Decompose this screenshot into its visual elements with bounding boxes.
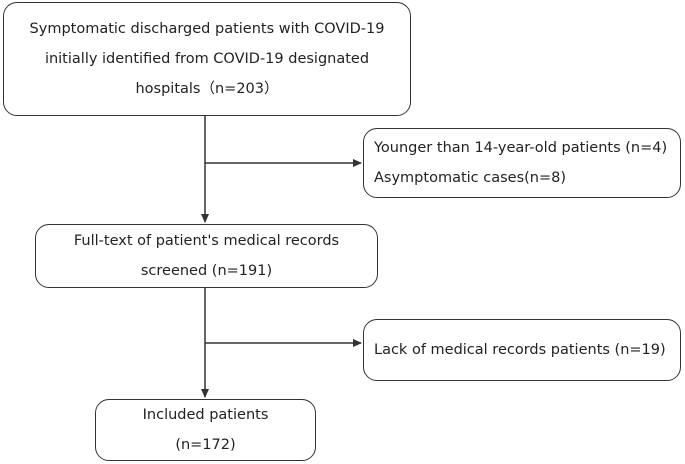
- included-line-2: (n=172): [175, 437, 236, 453]
- exclusion1-line-1: Younger than 14-year-old patients (n=4): [374, 140, 668, 156]
- initial-line-2: initially identified from COVID-19 desig…: [44, 51, 370, 67]
- screened-records-box: Full-text of patient's medical records s…: [35, 224, 378, 288]
- exclusion-box-2: Lack of medical records patients (n=19): [363, 319, 681, 381]
- initial-line-3: hospitals（n=203）: [135, 81, 279, 97]
- screened-line-2: screened (n=191): [140, 263, 273, 279]
- exclusion1-line-2: Asymptomatic cases(n=8): [374, 170, 567, 186]
- screened-line-1: Full-text of patient's medical records: [73, 233, 340, 249]
- exclusion-box-1: Younger than 14-year-old patients (n=4) …: [363, 128, 681, 198]
- exclusion2-line-1: Lack of medical records patients (n=19): [374, 342, 666, 358]
- included-patients-box: Included patients (n=172): [95, 399, 316, 461]
- included-line-1: Included patients: [142, 407, 269, 423]
- initial-patients-box: Symptomatic discharged patients with COV…: [3, 2, 411, 116]
- initial-line-1: Symptomatic discharged patients with COV…: [29, 21, 385, 37]
